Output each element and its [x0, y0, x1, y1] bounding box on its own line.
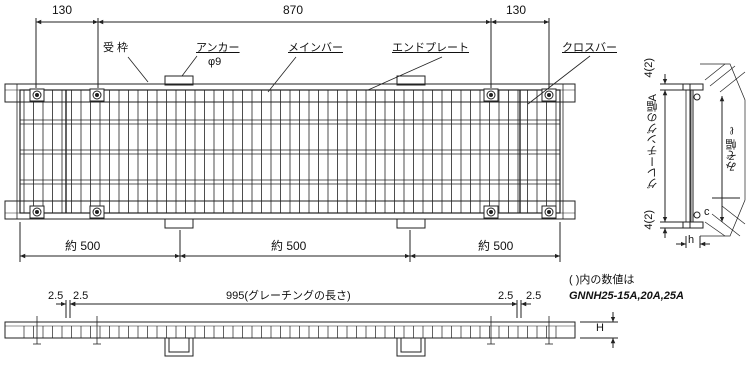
section-dimensions	[660, 74, 740, 248]
side-dim-height: H	[596, 322, 604, 334]
bolt-icon	[483, 88, 499, 102]
plan-top-dimensions	[35, 18, 550, 88]
side-view	[4, 300, 618, 357]
label-cross-bar: クロスバー	[562, 42, 617, 54]
label-groove-width: みぞ幅 ℓ	[726, 124, 738, 173]
side-dim-center: 995(グレーチングの長さ)	[226, 290, 351, 302]
bolt-icon	[89, 88, 105, 102]
side-dimension-lines	[56, 300, 531, 318]
label-main-bar: メインバー	[288, 42, 343, 54]
leader-lines	[127, 55, 591, 105]
bolt-icon	[29, 205, 45, 219]
bolt-icon	[483, 205, 499, 219]
side-dim-left-a: 2.5	[48, 290, 64, 302]
bolt-icon	[541, 205, 557, 219]
cross-bars	[20, 119, 560, 185]
dim-bottom-1: 約 500	[65, 239, 101, 253]
section-dim-bottom: 4(2)	[643, 210, 655, 230]
section-frame	[682, 83, 704, 229]
bolt-icon	[89, 205, 105, 219]
side-anchors	[164, 338, 426, 357]
section-view	[660, 63, 746, 248]
dim-bottom-3: 約 500	[478, 239, 514, 253]
bolts	[29, 88, 557, 219]
dim-top-left: 130	[52, 3, 73, 17]
side-dim-left-b: 2.5	[73, 290, 89, 302]
dim-bottom-2: 約 500	[271, 239, 307, 253]
side-bolts	[33, 316, 553, 345]
section-dim-top: 4(2)	[643, 58, 655, 78]
note-line1: ( )内の数値は	[569, 274, 635, 286]
plan-view	[4, 18, 591, 262]
bolt-icon	[29, 88, 45, 102]
anchor-tabs	[164, 75, 426, 229]
plan-bottom-dimensions	[19, 222, 561, 262]
note-line2: GNNH25-15A,20A,25A	[569, 290, 684, 302]
dim-top-right: 130	[506, 3, 527, 17]
label-h: h	[688, 234, 695, 246]
label-anchor-dia: φ9	[208, 56, 222, 68]
label-anchor: アンカー	[196, 42, 240, 54]
side-dim-right-b: 2.5	[526, 290, 542, 302]
dim-top-center: 870	[283, 3, 304, 17]
concrete-hatch	[700, 63, 746, 237]
side-dim-right-a: 2.5	[498, 290, 514, 302]
side-bar-ticks	[23, 326, 557, 338]
label-grating-width: グレーチングの幅A	[647, 94, 659, 190]
label-c: c	[704, 206, 710, 218]
side-height-dimension	[580, 312, 618, 348]
main-bars	[23, 90, 557, 213]
label-end-plate: エンドプレート	[392, 42, 469, 54]
bolt-icon	[541, 88, 557, 102]
label-frame: 受 枠	[103, 42, 129, 54]
